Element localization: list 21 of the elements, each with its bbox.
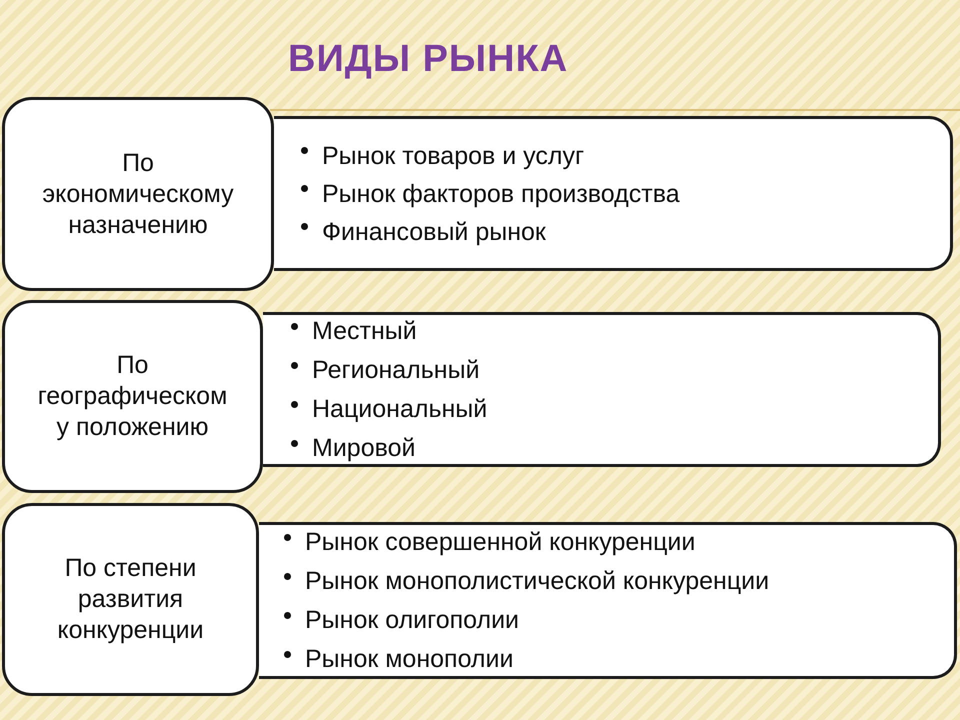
- list-item: Финансовый рынок: [322, 216, 546, 248]
- list-item: Рынок факторов производства: [322, 178, 680, 210]
- list-item: Рынок монополии: [305, 644, 514, 674]
- list-box: [274, 116, 953, 271]
- list-item: Местный: [312, 316, 417, 346]
- category-box: [2, 300, 263, 493]
- category-box: [2, 503, 259, 696]
- slide-title: ВИДЫ РЫНКА: [288, 38, 568, 81]
- category-box: [2, 97, 274, 291]
- list-item: Национальный: [312, 394, 488, 424]
- category-label: По степени развития конкуренции: [56, 553, 205, 646]
- list-box: [263, 312, 941, 467]
- category-label: По географическому положению: [36, 350, 228, 443]
- list-box: [259, 522, 957, 679]
- list-item: Рынок совершенной конкуренции: [305, 526, 696, 558]
- category-label: По экономическому назначению: [41, 148, 235, 240]
- list-item: Рынок монополистической конкуренции: [305, 566, 770, 596]
- list-item: Рынок товаров и услуг: [322, 140, 584, 172]
- list-item: Мировой: [312, 432, 416, 464]
- list-item: Региональный: [312, 354, 480, 386]
- list-item: Рынок олигополии: [305, 604, 520, 636]
